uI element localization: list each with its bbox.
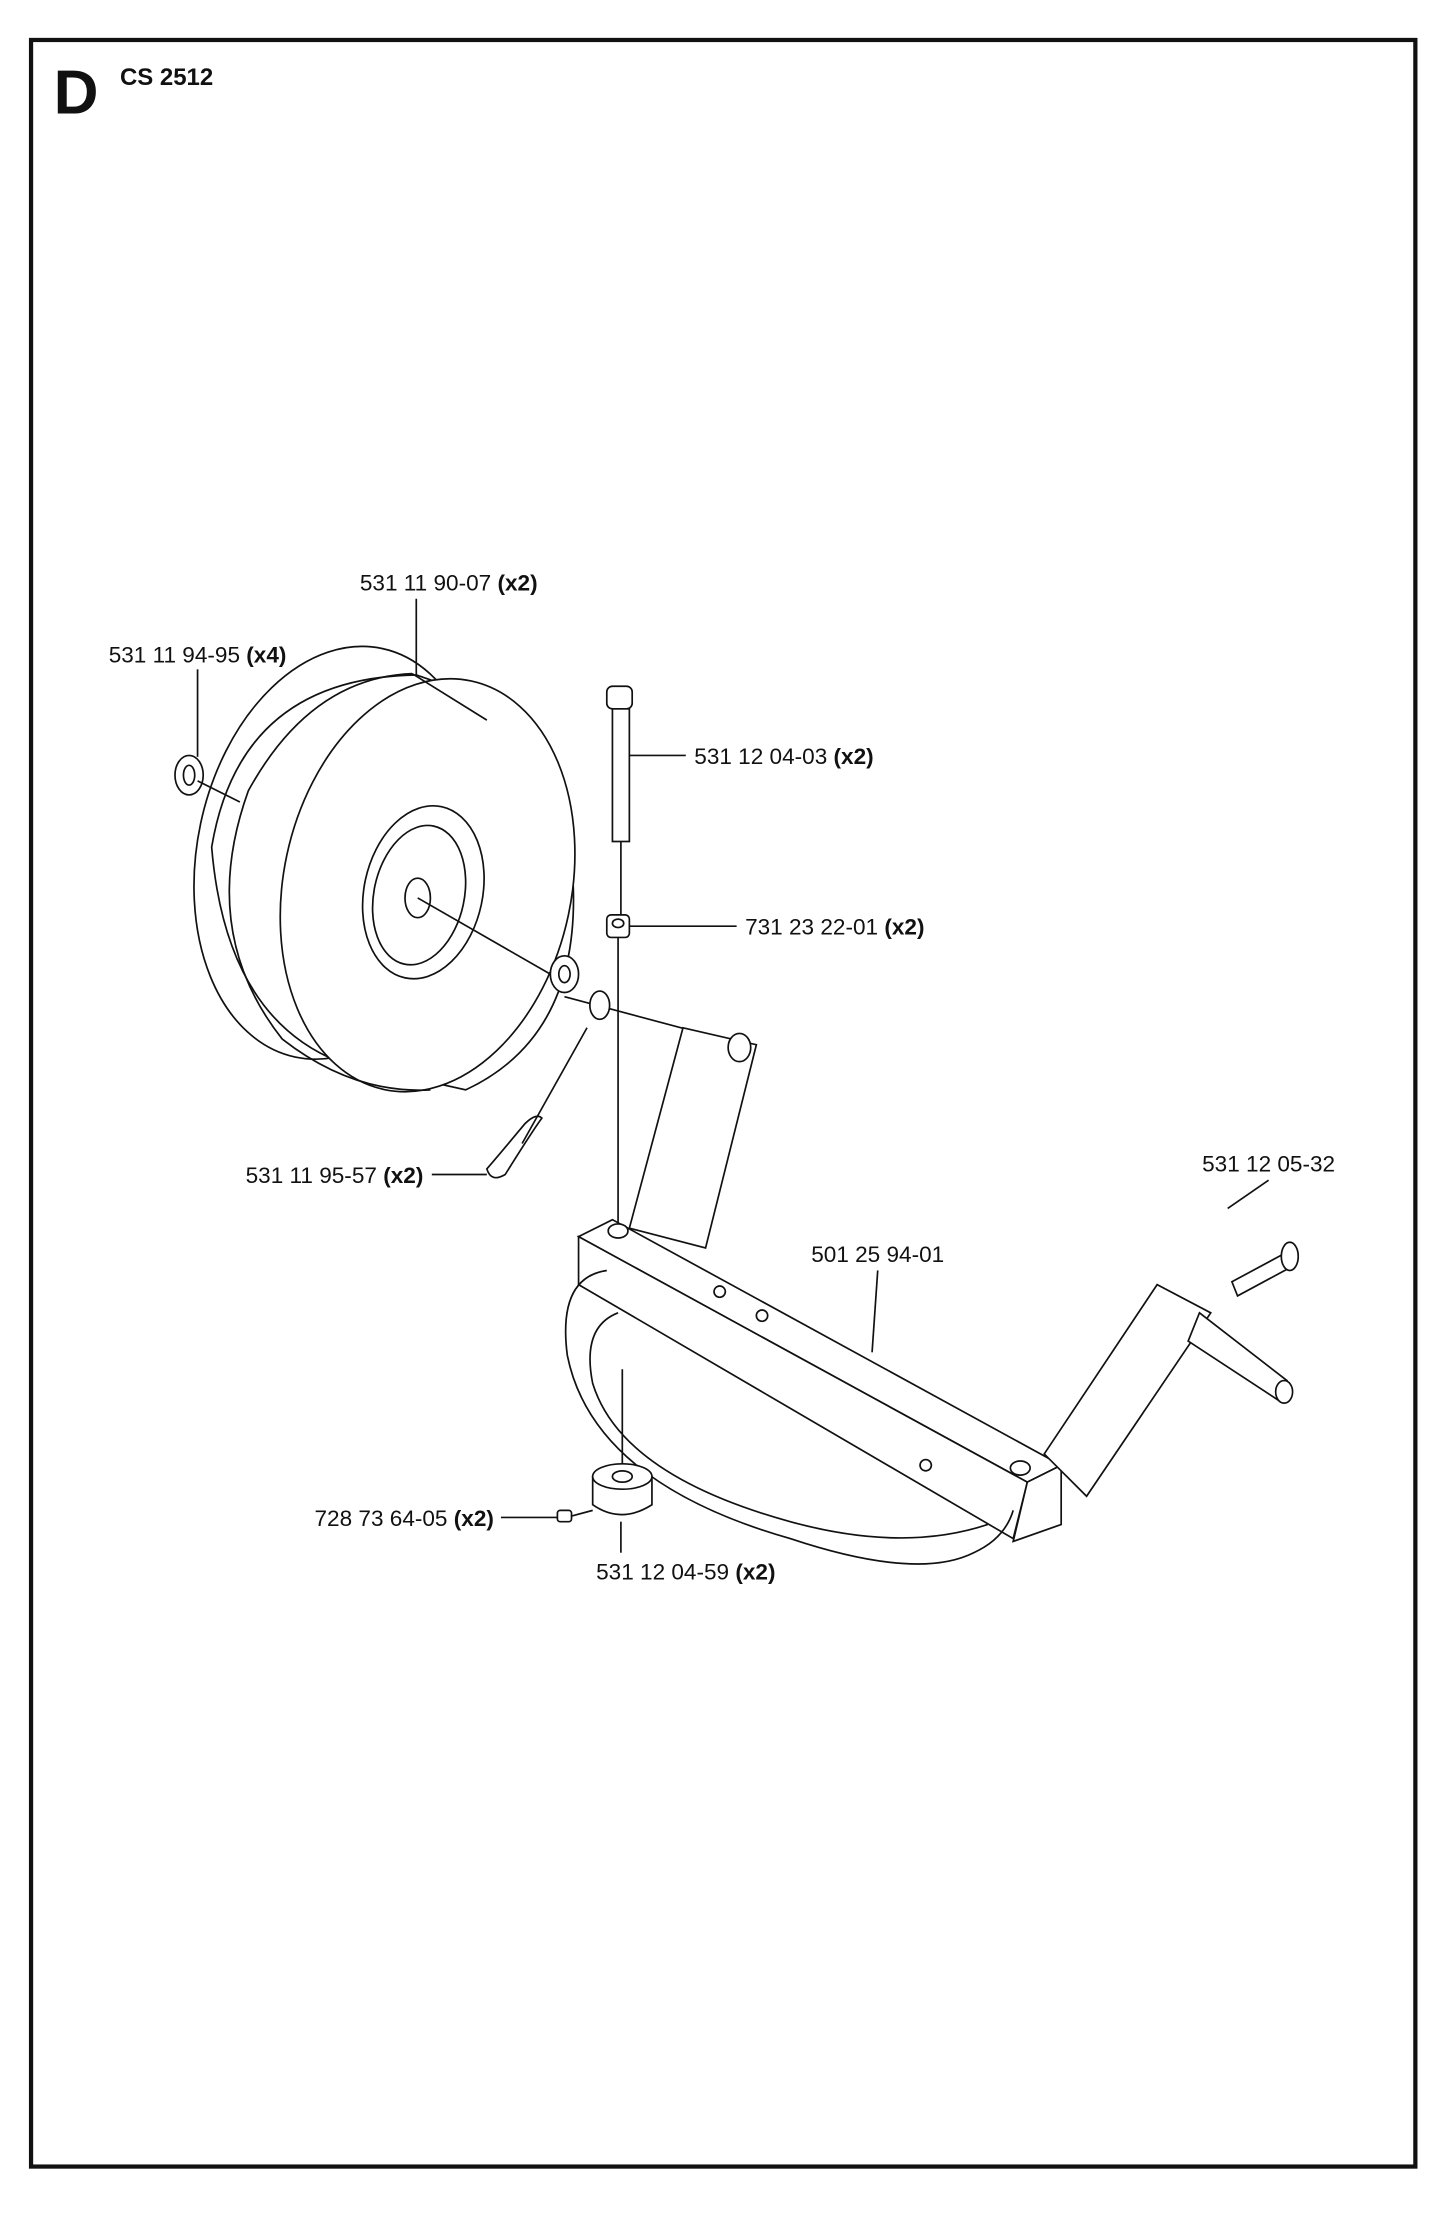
bolt-illustration	[605, 685, 634, 1226]
part-label-nut: 731 23 22-01 (x2)	[745, 915, 924, 940]
frame-illustration	[564, 990, 1300, 1565]
part-label-set-screw: 728 73 64-05 (x2)	[315, 1506, 494, 1531]
wheel-illustration	[193, 645, 576, 1093]
part-label-pin: 531 12 05-32	[1202, 1152, 1335, 1177]
part-label-bolt: 531 12 04-03 (x2)	[694, 744, 873, 769]
part-label-collar: 531 12 04-59 (x2)	[596, 1560, 775, 1585]
part-label-washer: 531 11 94-95 (x4)	[109, 642, 287, 667]
part-label-frame: 501 25 94-01	[811, 1242, 944, 1267]
part-label-tire: 531 11 90-07 (x2)	[360, 570, 538, 595]
cotter-pin-illustration	[485, 1027, 588, 1179]
part-label-cotter-pin: 531 11 95-57 (x2)	[246, 1163, 424, 1188]
washer-illustration	[174, 754, 580, 994]
collar-illustration	[556, 1369, 653, 1523]
leader-lines	[196, 598, 1270, 1553]
page-frame	[28, 37, 1418, 2169]
model-title: CS 2512	[120, 64, 213, 91]
section-letter: D	[54, 58, 99, 127]
